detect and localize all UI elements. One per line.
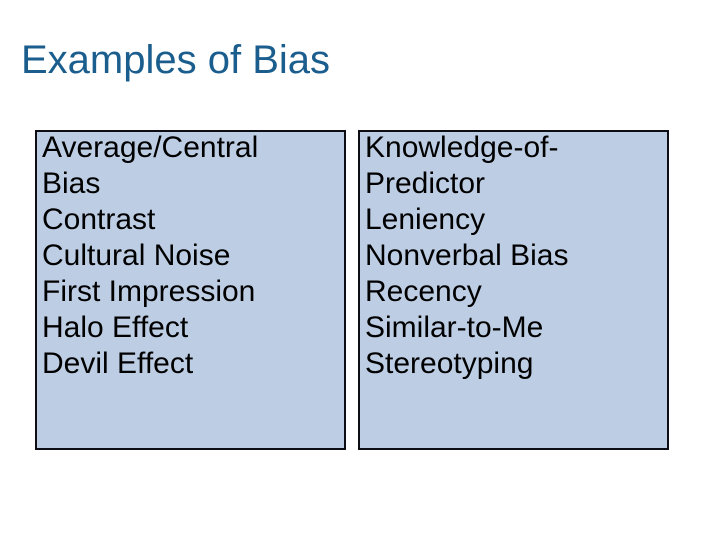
- bias-column-left: [35, 130, 346, 450]
- list-item: First Impression: [42, 275, 256, 308]
- list-item: Devil Effect: [42, 347, 194, 380]
- list-item: Nonverbal Bias: [365, 239, 569, 272]
- list-item: Similar-to-Me: [365, 311, 544, 344]
- list-item: Leniency: [365, 203, 486, 236]
- list-item: Cultural Noise: [42, 239, 231, 272]
- list-item: Stereotyping: [365, 347, 534, 380]
- list-item: Average/Central Bias: [42, 131, 259, 200]
- list-item: Knowledge-of- Predictor: [365, 131, 559, 200]
- list-item: Recency: [365, 275, 482, 308]
- bias-list-right: Knowledge-of- Predictor Leniency Nonverb…: [358, 130, 669, 382]
- bias-table: Average/Central Bias Contrast Cultural N…: [35, 130, 685, 498]
- bias-list-left: Average/Central Bias Contrast Cultural N…: [35, 130, 346, 382]
- bias-column-right: [358, 130, 669, 450]
- list-item: Halo Effect: [42, 311, 189, 344]
- page-title: Examples of Bias: [21, 38, 331, 82]
- list-item: Contrast: [42, 203, 156, 236]
